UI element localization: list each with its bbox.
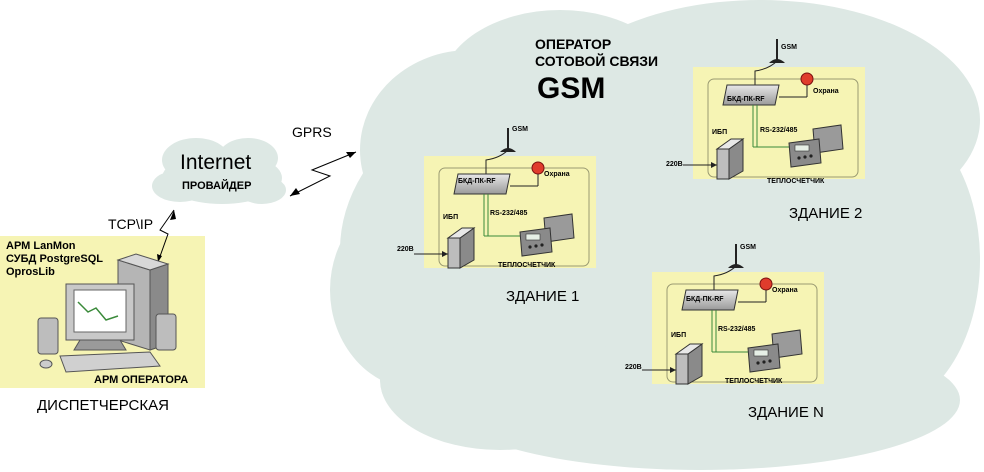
controller-label: БКД-ПК-RF <box>686 296 724 303</box>
building-2-caption: ЗДАНИЕ 2 <box>789 205 863 222</box>
gsm-operator-line1: ОПЕРАТОР <box>535 36 612 52</box>
interface-label: RS-232/485 <box>760 127 798 134</box>
speaker-right-icon <box>155 313 177 351</box>
power-label: 220В <box>397 246 414 253</box>
internet-cloud <box>152 138 286 204</box>
gsm-operator-title: GSM <box>537 72 606 105</box>
controller-label: БКД-ПК-RF <box>458 178 496 185</box>
building-n-caption: ЗДАНИЕ N <box>748 404 824 421</box>
tcpip-label: TCP\IP <box>108 216 154 232</box>
interface-label: RS-232/485 <box>490 210 528 217</box>
antenna-label: GSM <box>512 126 528 133</box>
meter-label: ТЕПЛОСЧЕТЧИК <box>498 262 556 269</box>
meter-label: ТЕПЛОСЧЕТЧИК <box>725 378 783 385</box>
speaker-left-icon <box>37 317 59 355</box>
keyboard <box>59 351 161 373</box>
tcpip-link <box>157 209 175 263</box>
tcpip-arrow-icon <box>157 254 162 262</box>
software-postgresql: СУБД PostgreSQL <box>6 253 104 265</box>
dispatch-caption: ДИСПЕТЧЕРСКАЯ <box>37 397 169 414</box>
software-armlanmon: АРМ LanMon <box>6 240 76 252</box>
alarm-label: Охрана <box>772 287 798 294</box>
internet-subtitle: ПРОВАЙДЕР <box>182 180 252 192</box>
alarm-label: Охрана <box>544 171 570 178</box>
monitor-screen <box>73 289 127 333</box>
ups-label: ИБП <box>443 214 459 221</box>
antenna-label: GSM <box>740 244 756 251</box>
interface-label: RS-232/485 <box>718 326 756 333</box>
gprs-arrow-icon <box>346 152 356 158</box>
workstation-label: АРМ ОПЕРАТОРА <box>94 374 189 386</box>
mouse-icon <box>39 359 53 369</box>
screen-graph <box>77 301 119 321</box>
ups-label: ИБП <box>671 332 687 339</box>
power-label: 220В <box>625 364 642 371</box>
alarm-label: Охрана <box>813 88 839 95</box>
building-1-caption: ЗДАНИЕ 1 <box>506 288 580 305</box>
monitor <box>65 283 135 351</box>
ups-label: ИБП <box>712 129 728 136</box>
internet-title: Internet <box>180 151 252 174</box>
gsm-operator-line2: СОТОВОЙ СВЯЗИ <box>535 53 659 69</box>
controller-label: БКД-ПК-RF <box>727 96 765 103</box>
gprs-label: GPRS <box>292 124 332 140</box>
meter-label: ТЕПЛОСЧЕТЧИК <box>767 178 825 185</box>
antenna-label: GSM <box>781 44 797 51</box>
software-oproslib: OprosLib <box>6 266 55 278</box>
tcpip-arrow-icon <box>170 210 176 220</box>
power-label: 220В <box>666 161 683 168</box>
gprs-arrow-icon <box>290 188 300 196</box>
gprs-link <box>289 151 357 197</box>
